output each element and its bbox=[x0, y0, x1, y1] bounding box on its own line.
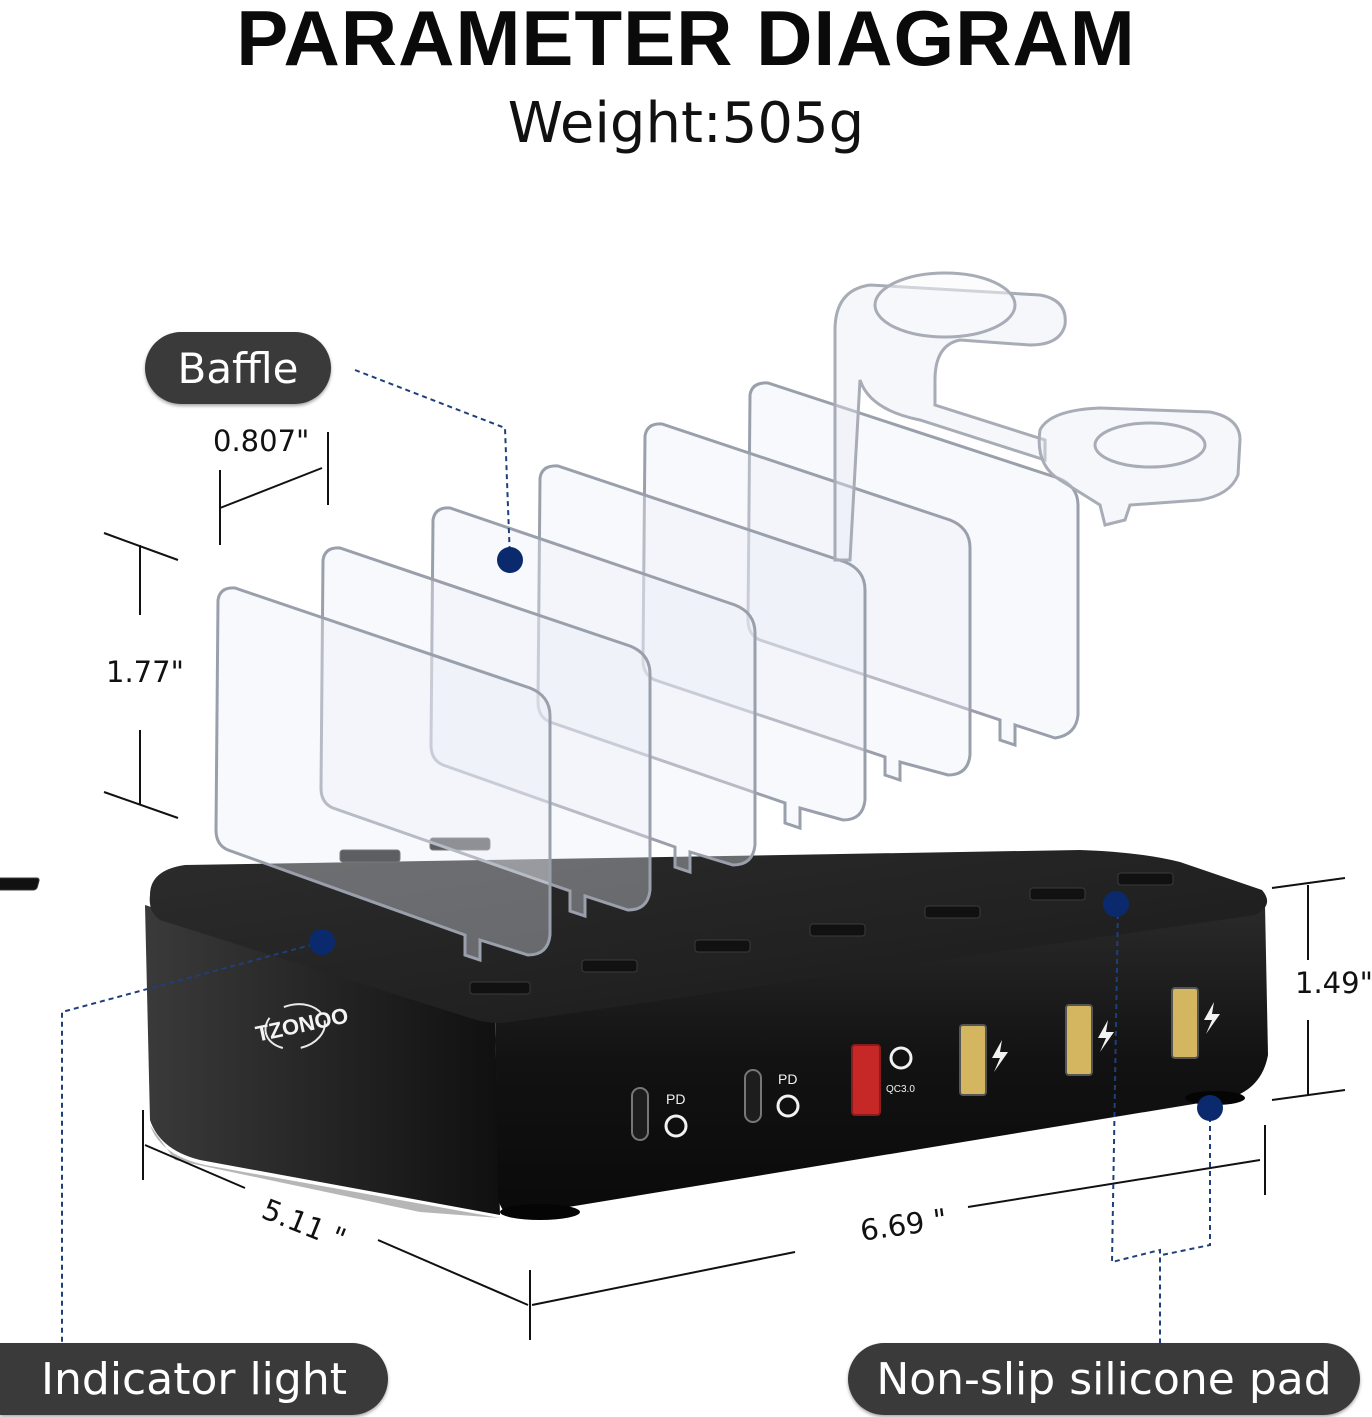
weight-label: Weight:505g bbox=[507, 91, 865, 156]
usb-a-port bbox=[959, 987, 1199, 1096]
svg-text:QC3.0: QC3.0 bbox=[886, 1084, 915, 1095]
qc-port bbox=[851, 1044, 881, 1116]
top-slots bbox=[0, 837, 1174, 995]
indicator-light-callout: Indicator light bbox=[0, 1343, 388, 1415]
page-title: PARAMETER DIAGRAM bbox=[236, 0, 1136, 82]
dimension-lines bbox=[103, 432, 1346, 1340]
base-front-face bbox=[495, 905, 1268, 1216]
baffle-height-label: 1.77" bbox=[106, 655, 184, 689]
baffle-callout: Baffle bbox=[145, 332, 331, 404]
svg-text:PD: PD bbox=[778, 1071, 797, 1087]
leader-lines bbox=[61, 369, 1211, 1343]
port-label: PD PD QC3.0 bbox=[666, 1071, 915, 1107]
fast-charge-icon bbox=[664, 1046, 913, 1138]
baffle-thickness-label: 0.807" bbox=[213, 424, 310, 458]
base-top-face bbox=[149, 850, 1268, 1023]
callout-dot bbox=[309, 547, 1223, 1121]
baffle-plates bbox=[214, 381, 1080, 963]
watch-holder bbox=[833, 271, 1242, 562]
silicone-pad-callout: Non-slip silicone pad bbox=[848, 1343, 1360, 1415]
lightning-icon bbox=[992, 1002, 1220, 1072]
rubber-foot bbox=[500, 1204, 580, 1220]
base-height-label: 1.49" bbox=[1295, 966, 1372, 1000]
usb-c-port bbox=[631, 1069, 762, 1141]
svg-text:PD: PD bbox=[666, 1091, 685, 1107]
base-side-face bbox=[145, 905, 500, 1215]
